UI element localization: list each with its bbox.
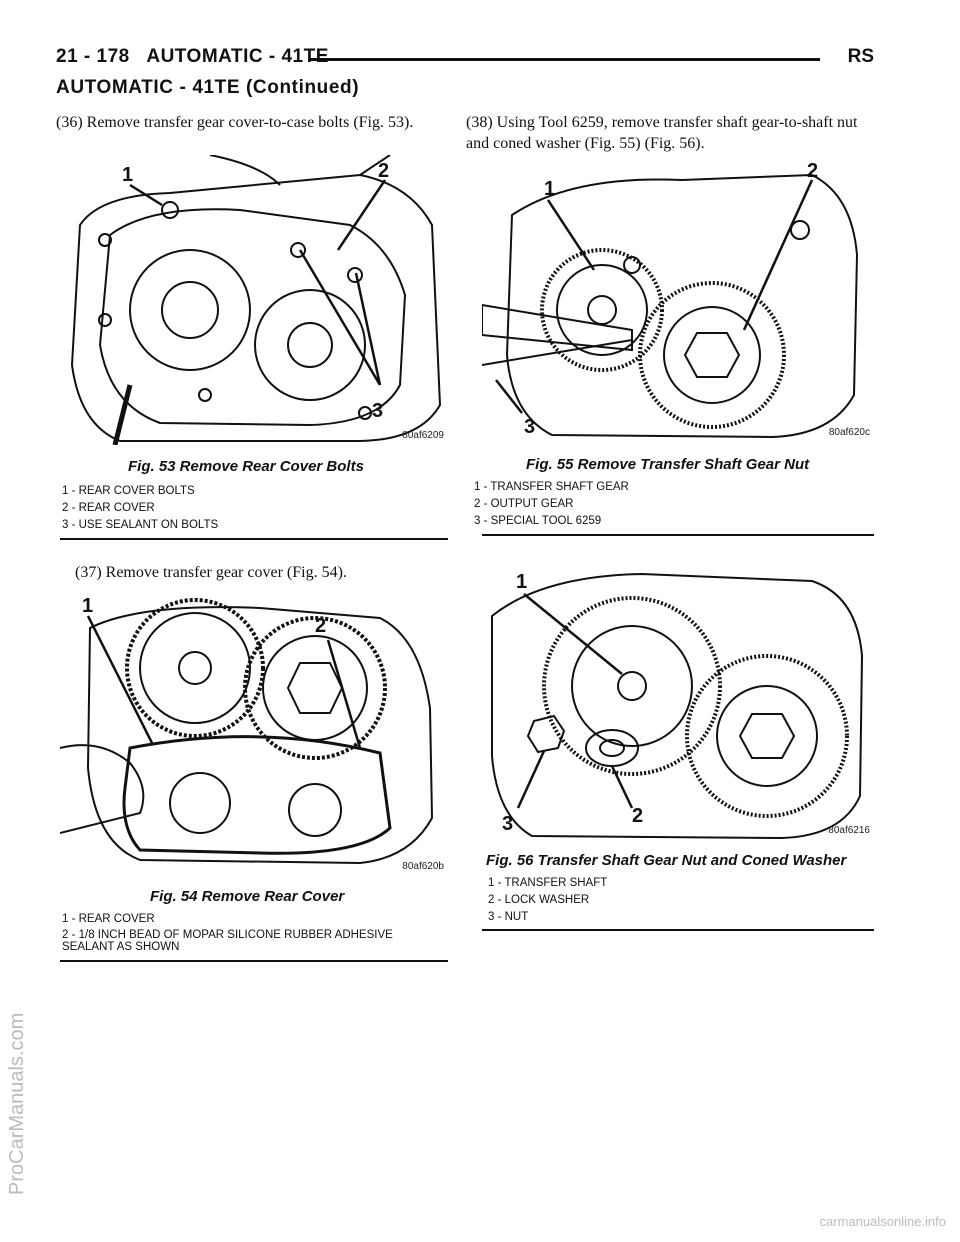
- header-rule: [308, 58, 820, 61]
- fig55-legend-item: 1 - TRANSFER SHAFT GEAR: [474, 481, 629, 493]
- fig56-legend-item: 2 - LOCK WASHER: [488, 894, 590, 906]
- fig54-rule: [60, 960, 448, 962]
- fig55-rule: [482, 534, 874, 536]
- fig54-caption: Fig. 54 Remove Rear Cover: [150, 888, 345, 905]
- fig56-id: 80af6216: [828, 825, 870, 836]
- step-37: (37) Remove transfer gear cover (Fig. 54…: [75, 564, 347, 581]
- fig54-id: 80af620b: [402, 861, 444, 872]
- figure-56-illustration: 1 2 3 80af6216: [482, 556, 874, 842]
- page-reference: 21 - 178 AUTOMATIC - 41TE: [56, 46, 329, 67]
- fig55-callout-2: 2: [807, 160, 818, 182]
- side-watermark: ProCarManuals.com: [6, 1012, 28, 1195]
- fig55-legend-item: 2 - OUTPUT GEAR: [474, 498, 574, 510]
- page-header: 21 - 178 AUTOMATIC - 41TE RS: [56, 46, 874, 76]
- figure-53-illustration: 1 2 3 80af6209: [60, 155, 448, 445]
- fig56-caption: Fig. 56 Transfer Shaft Gear Nut and Cone…: [486, 852, 847, 869]
- fig55-id: 80af620c: [828, 427, 870, 438]
- fig53-caption: Fig. 53 Remove Rear Cover Bolts: [128, 458, 364, 475]
- fig56-rule: [482, 929, 874, 931]
- fig56-legend-item: 3 - NUT: [488, 911, 529, 923]
- fig53-legend: 1 - REAR COVER BOLTS 2 - REAR COVER 3 - …: [62, 484, 447, 535]
- figure-54-illustration: 1 2 80af620b: [60, 588, 448, 876]
- fig53-legend-item: 2 - REAR COVER: [62, 502, 155, 514]
- fig53-callout-3: 3: [372, 400, 383, 422]
- fig53-id: 80af6209: [402, 430, 444, 441]
- step-36: (36) Remove transfer gear cover-to-case …: [56, 114, 414, 131]
- fig54-callout-1: 1: [82, 595, 93, 617]
- fig54-legend: 1 - REAR COVER 2 - 1/8 INCH BEAD OF MOPA…: [62, 912, 447, 955]
- fig54-legend-item: 1 - REAR COVER: [62, 913, 155, 925]
- fig56-legend: 1 - TRANSFER SHAFT 2 - LOCK WASHER 3 - N…: [488, 876, 874, 927]
- fig55-caption: Fig. 55 Remove Transfer Shaft Gear Nut: [526, 456, 810, 473]
- step-38: (38) Using Tool 6259, remove transfer sh…: [466, 114, 858, 152]
- figure-55-illustration: 1 2 3 80af620c: [482, 155, 874, 443]
- fig53-callout-1: 1: [122, 164, 133, 186]
- fig54-legend-item: 2 - 1/8 INCH BEAD OF MOPAR SILICONE RUBB…: [62, 929, 393, 953]
- fig55-callout-3: 3: [524, 416, 535, 438]
- fig56-callout-3: 3: [502, 813, 513, 835]
- fig53-rule: [60, 538, 448, 540]
- section-code: RS: [847, 46, 874, 67]
- fig56-legend-item: 1 - TRANSFER SHAFT: [488, 877, 608, 889]
- continued-title: AUTOMATIC - 41TE (Continued): [56, 77, 360, 98]
- fig56-callout-1: 1: [516, 571, 527, 593]
- fig55-legend-item: 3 - SPECIAL TOOL 6259: [474, 515, 602, 527]
- fig54-callout-2: 2: [315, 615, 326, 637]
- fig53-legend-item: 3 - USE SEALANT ON BOLTS: [62, 519, 219, 531]
- fig53-callout-2: 2: [378, 160, 389, 182]
- fig55-callout-1: 1: [544, 178, 555, 200]
- fig55-legend: 1 - TRANSFER SHAFT GEAR 2 - OUTPUT GEAR …: [474, 480, 874, 531]
- fig53-legend-item: 1 - REAR COVER BOLTS: [62, 485, 195, 497]
- footer-watermark: carmanualsonline.info: [819, 1214, 946, 1229]
- fig56-callout-2: 2: [632, 805, 643, 827]
